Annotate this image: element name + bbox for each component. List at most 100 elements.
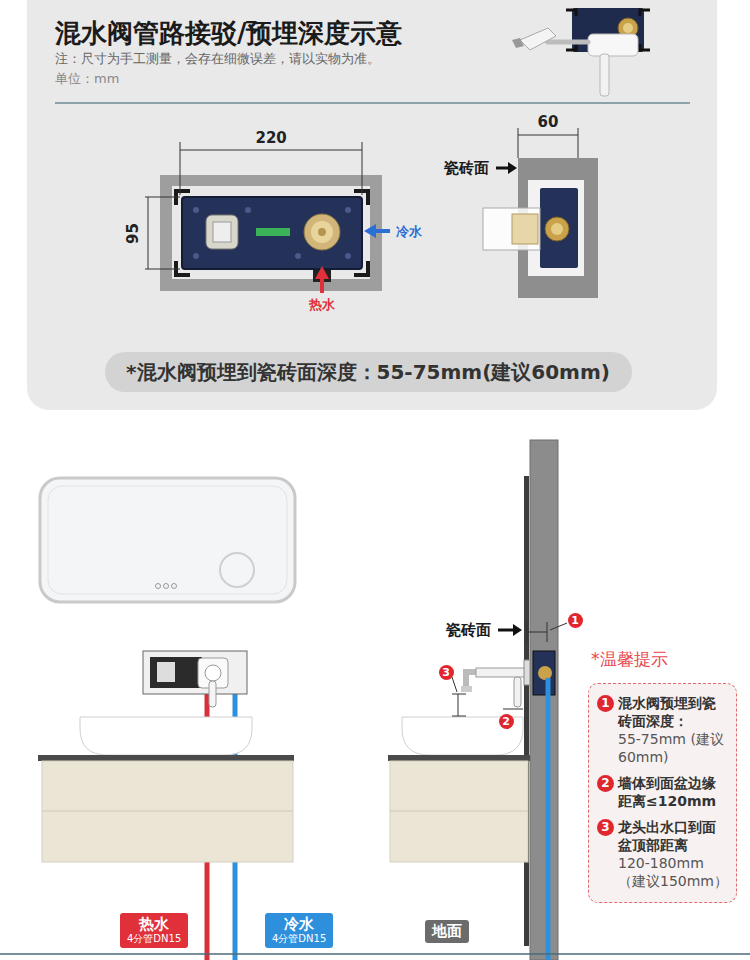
wall-side [524,440,558,960]
valve-front-view [213,222,231,242]
tile-face-arrow [496,162,517,174]
valve-on-wall-front [143,651,247,694]
unit-text: 单位：mm [55,70,119,88]
wall-side [538,666,552,680]
valve-side-view [483,208,540,250]
faucet-icon [512,8,650,96]
callout-number: 1 [597,695,614,712]
tag-title: 热水 [127,916,181,933]
tips-heading: *温馨提示 [591,648,668,671]
tile-face-arrow [508,162,517,174]
basin-front [42,761,293,862]
valve-on-wall-front [205,665,221,681]
note-text: 注：尺寸为手工测量，会存在细微误差，请以实物为准。 [55,50,380,68]
mirror [164,584,169,589]
dimension-label: 60 [538,114,559,131]
valve-front-view [193,253,199,259]
faucet-side [476,668,528,677]
dimension-lines [145,128,578,269]
callout-number: 2 [499,714,514,729]
valve-on-wall-front [143,651,247,707]
valve-front-view [182,197,362,269]
callout-number: 3 [439,665,454,680]
valve-front-view [311,221,333,243]
tag-subtitle: 4分管DN15 [127,933,181,945]
basin-side [390,811,528,812]
mirror [40,478,295,602]
valve-side-view [483,158,598,298]
basin-side [390,761,528,862]
cold-water-arrow [364,224,390,238]
callout-lines [452,694,466,695]
dimension-lines [518,135,578,136]
cold-water-tag: 冷水4分管DN15 [265,913,333,948]
ground-line [0,953,750,955]
tip-item: 1混水阀预埋到瓷砖面深度：55-75mm (建议60mm) [597,694,729,766]
tip-text: 混水阀预埋到瓷砖面深度：55-75mm (建议60mm) [618,694,729,766]
valve-front-view [304,214,340,250]
dimension-lines [145,269,180,270]
tile-face-arrow [498,624,522,636]
dimension-lines [180,150,362,151]
tip-item: 2墙体到面盆边缘距离≤120mm [597,774,729,810]
callout-lines [452,677,457,692]
cold-water-arrow [374,229,390,233]
tag-subtitle: 4分管DN15 [272,933,326,945]
tip-item: 3龙头出水口到面盆顶部距离120-180mm （建议150mm） [597,818,729,890]
faucet-icon [600,54,609,96]
dimension-lines [148,197,149,269]
mirror [172,584,177,589]
tile-face-arrow [513,624,522,636]
top-panel [27,0,717,410]
hot-water-arrow [320,277,324,293]
valve-front-view [160,175,382,291]
basin-front [38,755,294,761]
faucet-icon [520,28,556,50]
valve-front-view [345,207,351,213]
basin-side [388,717,530,862]
hot-water-arrow [315,266,329,293]
faucet-icon [588,34,638,56]
valve-side-view [512,214,538,244]
basin-side [388,755,530,761]
callout-number: 2 [597,775,614,792]
faucet-side [461,660,530,707]
tip-text: 墙体到面盆边缘距离≤120mm [618,774,729,810]
faucet-side [524,660,530,685]
depth-note-band: *混水阀预埋到瓷砖面深度：55-75mm(建议60mm) [105,352,632,392]
faucet-icon [623,23,633,33]
tip-heading: 龙头出水口到面盆顶部距离 [618,818,729,854]
tag-title: 地面 [432,923,462,940]
inlet-label: 冷水 [396,223,422,241]
tip-heading: 墙体到面盆边缘距离≤120mm [618,774,729,810]
tag-title: 冷水 [272,916,326,933]
top-panel [55,103,690,104]
ground-line [0,954,750,955]
surface-label: 瓷砖面 [446,621,491,639]
dimension-label: 95 [124,223,141,244]
valve-front-view [172,186,370,279]
dimension-lines [362,142,363,195]
valve-front-view [295,253,301,259]
tip-value: 55-75mm (建议60mm) [618,730,729,766]
tile-face-arrow [498,629,514,632]
mirror [40,478,295,602]
basin-front [38,717,294,862]
valve-front-view [256,228,290,236]
valve-side-view [551,223,563,235]
mirror [48,486,287,594]
valve-on-wall-front [150,657,202,688]
wall-side [533,651,555,695]
callout-number: 3 [597,819,614,836]
faucet-side [461,686,472,692]
dimension-label: 220 [256,130,287,147]
top-panel [27,0,717,410]
tip-text: 龙头出水口到面盆顶部距离120-180mm （建议150mm） [618,818,729,890]
dimension-lines [145,197,180,198]
callout-lines [458,694,459,716]
cold-water-arrow [364,224,376,238]
diagram-title: 混水阀管路接驳/预埋深度示意 [55,16,403,51]
basin-front [42,811,293,812]
callout-lines [550,623,567,630]
